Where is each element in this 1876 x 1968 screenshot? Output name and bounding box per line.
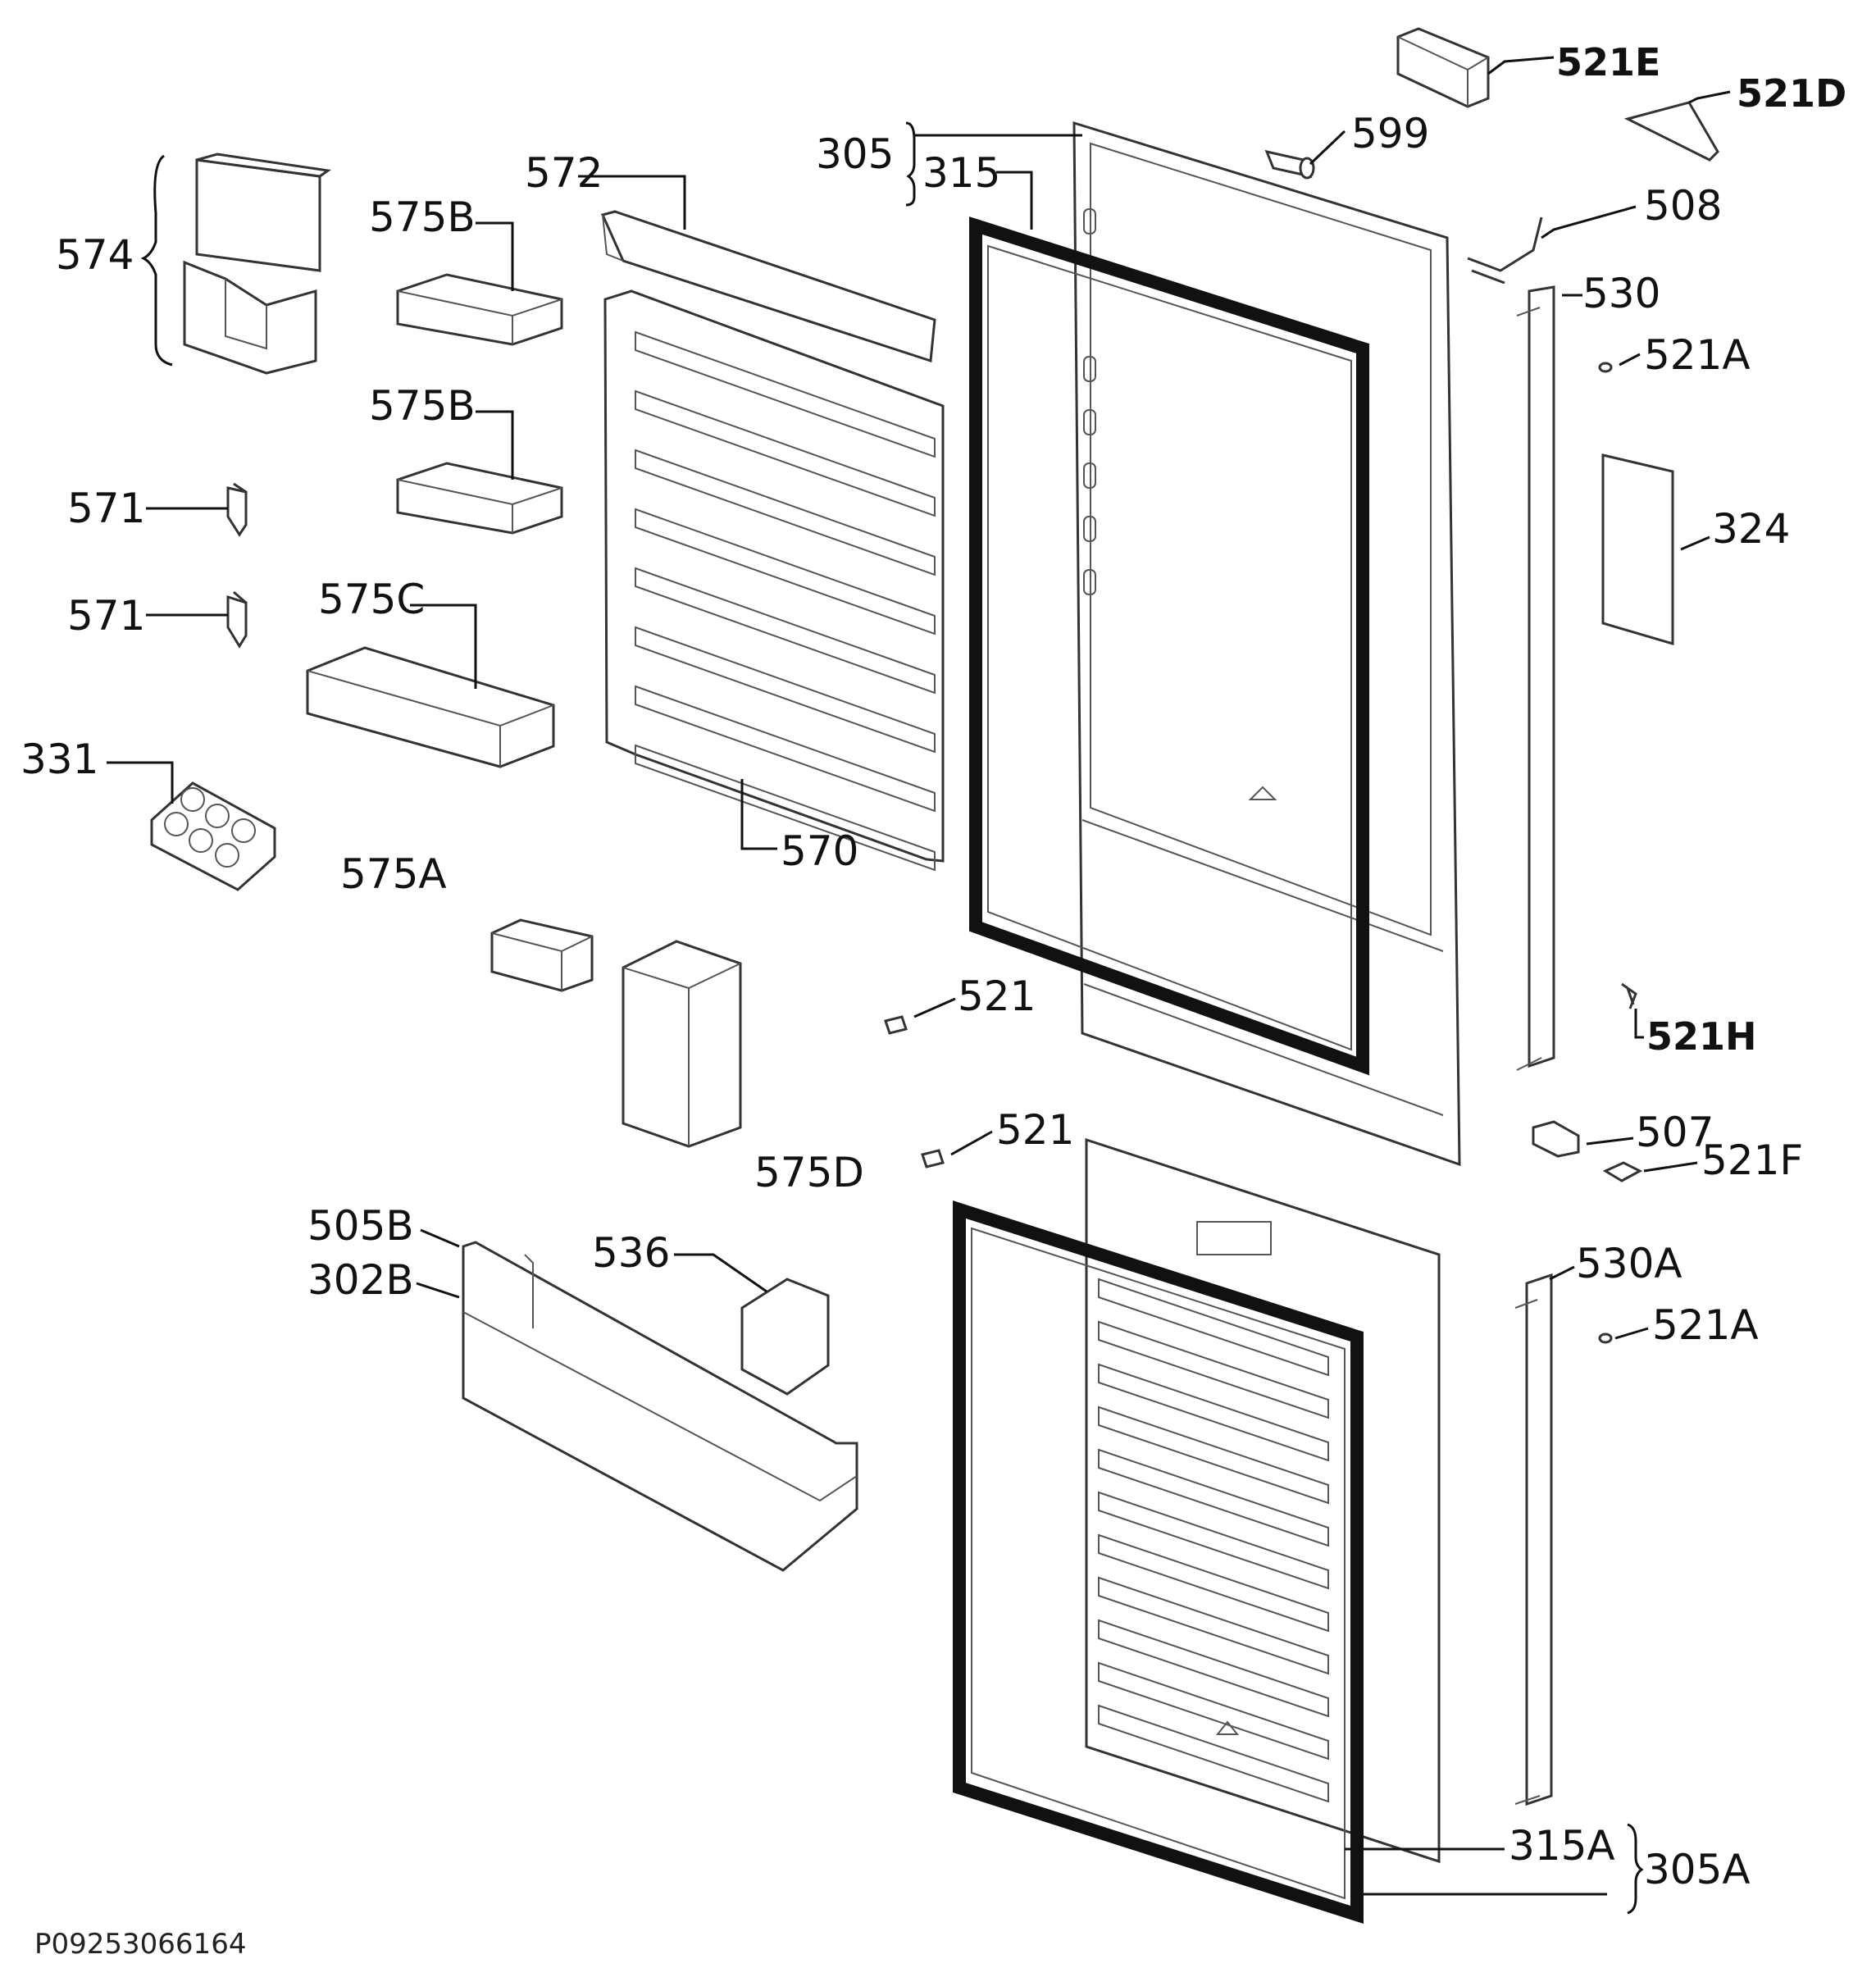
shelf-slat: [635, 508, 936, 636]
label-575B-lower: 575B: [369, 382, 476, 430]
label-302B: 302B: [307, 1256, 414, 1304]
shelf-slat: [1098, 1704, 1329, 1803]
part-575D-drawing: [622, 940, 742, 1148]
label-505B: 505B: [307, 1202, 414, 1250]
diagram-code: P09253066164: [34, 1928, 246, 1961]
part-571-upper-drawing: [226, 482, 248, 537]
label-305: 305: [816, 130, 894, 178]
part-508-drawing: [1467, 216, 1543, 285]
part-521E-drawing: [1396, 27, 1490, 108]
part-572-drawing: [600, 210, 936, 363]
shelf-slat: [1098, 1320, 1329, 1419]
part-315-drawing: [969, 216, 1369, 1076]
shelf-slat: [1098, 1405, 1329, 1505]
part-521D-drawing: [1623, 101, 1719, 162]
part-530-drawing: [1516, 285, 1555, 1071]
part-521A-lower-drawing: [1598, 1332, 1613, 1344]
part-324-drawing: [1601, 453, 1674, 646]
label-315A: 315A: [1509, 1822, 1615, 1870]
part-575B-lower-drawing: [396, 462, 563, 535]
shelf-slat: [635, 330, 936, 458]
label-536: 536: [592, 1229, 670, 1277]
leader-lines: [107, 56, 1731, 1915]
shelf-slat: [635, 744, 936, 872]
shelf-slat: [635, 626, 936, 754]
label-521H: 521H: [1646, 1014, 1757, 1059]
label-574: 574: [56, 231, 134, 279]
label-571-lower: 571: [67, 592, 145, 640]
label-521-upper: 521: [958, 973, 1036, 1020]
label-521E: 521E: [1556, 40, 1660, 84]
shelf-slat: [1098, 1533, 1329, 1633]
part-315A-drawing: [953, 1200, 1364, 1924]
part-575A-drawing: [490, 918, 594, 992]
label-570: 570: [781, 827, 858, 875]
shelf-slat: [1098, 1278, 1329, 1377]
shelf-slat: [1098, 1363, 1329, 1462]
part-521H-drawing: [1621, 982, 1637, 1009]
label-331: 331: [20, 736, 98, 783]
shelf-slat: [1098, 1491, 1329, 1590]
part-305A-drawing: [1085, 1137, 1441, 1864]
label-575A: 575A: [340, 850, 447, 898]
shelf-slat: [635, 390, 936, 517]
label-599: 599: [1351, 110, 1429, 157]
part-575B-upper-drawing: [396, 273, 563, 346]
label-507: 507: [1636, 1109, 1714, 1156]
part-530A-drawing: [1514, 1273, 1553, 1806]
shelf-slat: [635, 685, 936, 813]
label-530: 530: [1582, 270, 1660, 317]
part-571-lower-drawing: [226, 590, 248, 649]
label-572: 572: [525, 149, 603, 197]
part-521F-drawing: [1602, 1161, 1643, 1182]
label-521A-lower: 521A: [1652, 1301, 1759, 1349]
label-305A: 305A: [1644, 1846, 1751, 1893]
label-530A: 530A: [1576, 1240, 1682, 1287]
part-536-drawing: [740, 1278, 830, 1396]
part-574-drawing: [183, 153, 331, 375]
part-599-drawing: [1264, 149, 1315, 180]
label-324: 324: [1712, 505, 1790, 553]
part-521A-upper-drawing: [1598, 362, 1613, 373]
label-521D: 521D: [1737, 71, 1846, 116]
part-507-drawing: [1532, 1120, 1580, 1158]
part-575C-drawing: [306, 646, 555, 768]
label-315: 315: [922, 149, 1000, 197]
label-575B-upper: 575B: [369, 194, 476, 241]
part-521-upper-drawing: [884, 1015, 908, 1035]
label-508: 508: [1644, 182, 1722, 230]
shelf-slat: [635, 567, 936, 695]
part-521-lower-drawing: [921, 1149, 945, 1168]
label-521F: 521F: [1701, 1137, 1803, 1184]
part-505B-302B-drawing: [462, 1241, 858, 1572]
label-571-upper: 571: [67, 485, 145, 532]
part-331-drawing: [150, 781, 276, 891]
label-575D: 575D: [754, 1149, 864, 1196]
label-575C: 575C: [318, 576, 425, 623]
shelf-slat: [1098, 1448, 1329, 1547]
shelf-slat: [1098, 1619, 1329, 1718]
label-521A-upper: 521A: [1644, 331, 1751, 379]
part-570-drawing: [603, 289, 945, 872]
shelf-slat: [1098, 1661, 1329, 1761]
labels: 574 575B 575B 575C 575A 575D 571 571 331…: [20, 40, 1846, 1961]
label-521-lower: 521: [996, 1106, 1074, 1154]
shelf-slat: [635, 449, 936, 576]
shelf-slat: [1098, 1576, 1329, 1675]
